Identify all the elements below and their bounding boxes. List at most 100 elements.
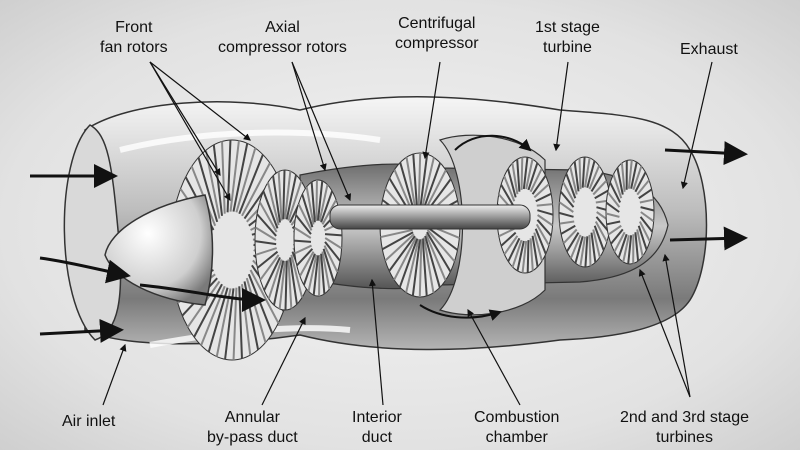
turbine-3-blade [605, 201, 620, 213]
turbine-1-blade [533, 232, 543, 262]
axial-2-blade [321, 251, 331, 290]
turbine-1-blade [503, 235, 519, 255]
axial-1-blade [266, 182, 280, 226]
nose-cone [104, 194, 214, 306]
exhaust-flow-arrows [664, 141, 748, 251]
impeller-blade [398, 238, 419, 288]
inlet-flow-arrows [30, 164, 266, 343]
fan-blade [215, 288, 232, 357]
turbine-2-blade [573, 161, 580, 192]
fan-blade [224, 288, 235, 360]
turbine-1-blade [535, 192, 552, 203]
fan-blade [232, 143, 249, 212]
label-front-fan-rotors: Front fan rotors [100, 19, 168, 56]
turbine-2-blade [578, 158, 582, 190]
axial-1-blade [256, 213, 277, 237]
turbine-2-blade [574, 236, 584, 264]
impeller-blade [411, 239, 421, 296]
turbine-1-blade [537, 214, 554, 227]
label-interior-duct: Interior duct [352, 409, 402, 446]
label-axial-compressor-rotors: Axial compressor rotors [218, 19, 347, 56]
main-shaft [329, 204, 531, 230]
impeller-blade [417, 152, 422, 211]
turbine-1-blade [529, 238, 534, 271]
turbine-2-blade [594, 189, 610, 200]
axial-1-blade [262, 190, 279, 229]
turbine-2-blade [558, 211, 574, 218]
turbine-3-blade [638, 188, 653, 200]
turbine-3-blade [613, 231, 626, 253]
axial-1-blade [255, 247, 277, 256]
turbine-2-blade [588, 165, 601, 190]
turbine-1-blade [520, 157, 524, 190]
turbine-1-blade [511, 239, 523, 268]
axial-1-blade [289, 257, 298, 305]
turbine-3-blade [638, 221, 651, 242]
turbine-1-blade [537, 209, 554, 216]
turbine-1-blade [516, 240, 525, 272]
turbine-3-blade [605, 212, 620, 218]
impeller-blade [424, 235, 441, 288]
turbine-1-blade [531, 175, 547, 195]
turbine-3-blade [632, 165, 643, 191]
turbine-1-blade [527, 162, 539, 191]
axial-1-blade [254, 240, 277, 246]
axial-1-blade [259, 254, 280, 281]
axial-2-blade [294, 244, 312, 255]
axial-2-blade [318, 184, 329, 222]
core-flow-arrow [419, 304, 502, 321]
turbine-2-blade [584, 157, 591, 188]
fan-blade [207, 287, 229, 353]
axial-1-blade [254, 226, 277, 241]
turbine-3-blade [636, 229, 644, 257]
axial-2-blade [297, 203, 313, 231]
axial-2-blade [296, 248, 314, 267]
axial-2-blade [293, 239, 312, 243]
axial-1-blade [287, 180, 303, 221]
axial-2-blade [312, 255, 319, 296]
turbine-3-blade [607, 224, 622, 236]
fan-blade [197, 157, 219, 223]
turbine-3-blade [639, 216, 653, 233]
turbine-2-blade [569, 166, 578, 195]
axial-1-blade [290, 254, 304, 298]
axial-1-blade [272, 260, 285, 306]
impeller-blade [421, 238, 428, 297]
axial-compressor-discs [254, 169, 343, 311]
turbine-1-blade [511, 163, 519, 195]
turbine-3-blade [627, 160, 633, 189]
axial-2-blade [293, 226, 312, 239]
axial-2-blade [302, 253, 316, 286]
turbine-2-blade [562, 181, 576, 204]
impeller-blade [420, 157, 435, 212]
label-air-inlet: Air inlet [62, 413, 116, 430]
turbine-2-blade [586, 160, 596, 188]
turbine-3-blade [607, 191, 621, 208]
impeller-blade [426, 231, 452, 273]
turbine-2-blade [566, 232, 580, 253]
axial-1-blade [287, 259, 293, 309]
turbine-2-blade [581, 156, 586, 188]
turbine-1-blade [535, 223, 550, 246]
turbine-3-blade [616, 167, 624, 195]
turbine-2-blade [569, 234, 582, 259]
leader-lines [102, 61, 713, 406]
turbine-2-blade [562, 228, 578, 244]
label-second-third-stage-turbines: 2nd and 3rd stage turbines [620, 409, 749, 446]
impeller-blade [388, 235, 416, 272]
fan-blade [212, 144, 224, 216]
axial-2-blade [315, 180, 318, 222]
turbine-2-blade [584, 236, 589, 268]
impeller-blade [419, 154, 429, 211]
turbine-2-blade [588, 234, 592, 266]
axial-2-blade [301, 194, 314, 228]
turbine-2-blade [592, 180, 608, 196]
fan-blade [232, 287, 238, 361]
axial-2-blade [318, 254, 321, 296]
axial-2-blade [324, 233, 343, 237]
axial-2-blade [305, 186, 315, 225]
axial-1-blade [256, 250, 279, 269]
impeller-blade [427, 226, 459, 251]
turbine-3-blade [630, 161, 638, 189]
